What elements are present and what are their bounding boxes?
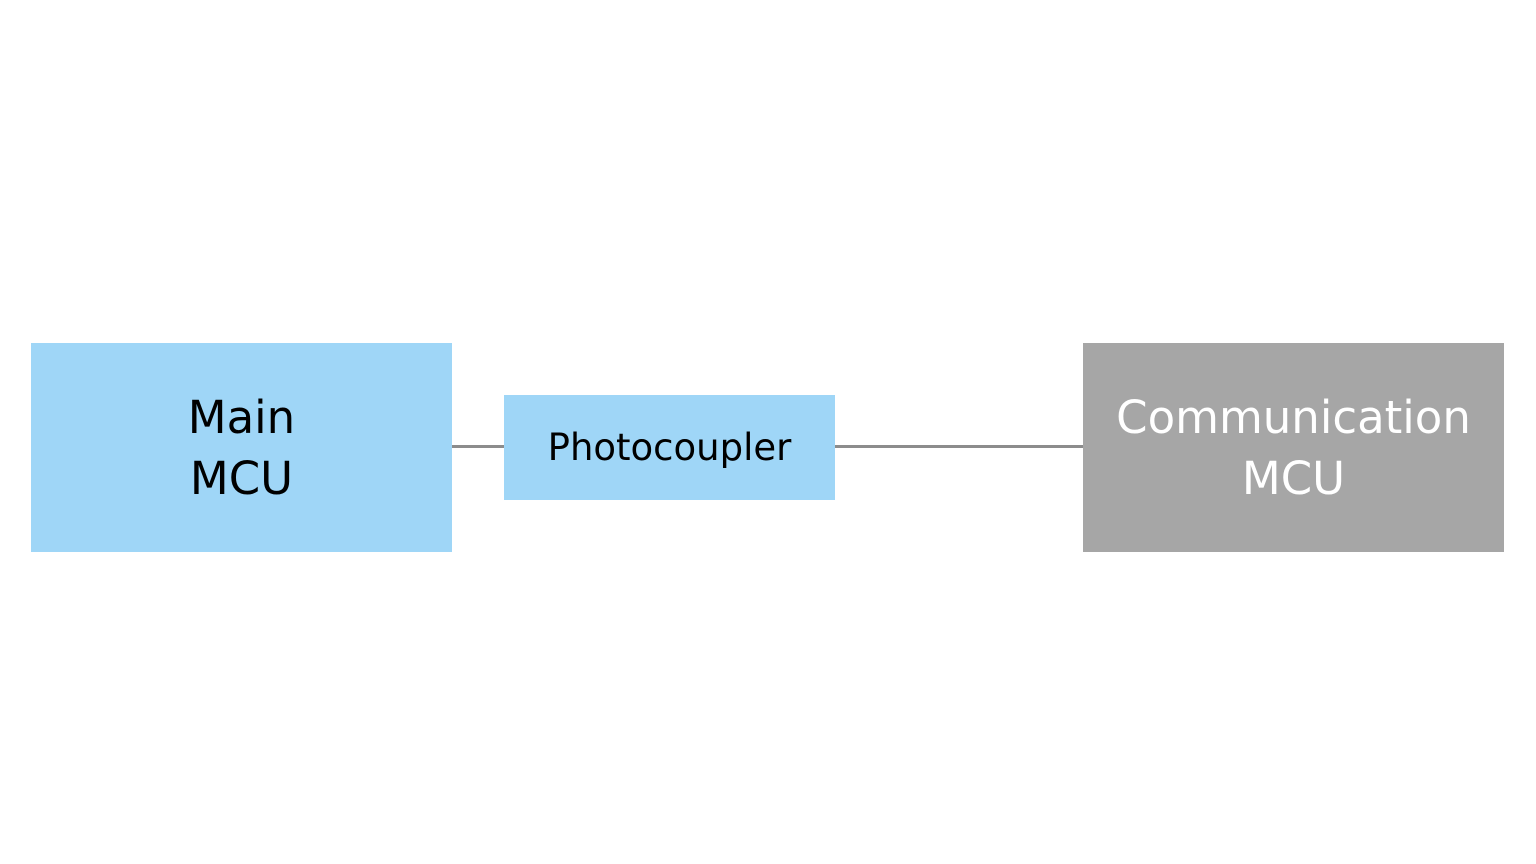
communication-mcu-label: Communication MCU — [1116, 390, 1471, 505]
main-mcu-block: Main MCU — [31, 343, 452, 552]
communication-mcu-block: Communication MCU — [1083, 343, 1504, 552]
connector-main-to-photocoupler — [452, 445, 504, 448]
main-mcu-label: Main MCU — [187, 390, 296, 505]
photocoupler-block: Photocoupler — [504, 395, 835, 500]
connector-photocoupler-to-communication — [835, 445, 1083, 448]
photocoupler-label: Photocoupler — [547, 425, 792, 469]
